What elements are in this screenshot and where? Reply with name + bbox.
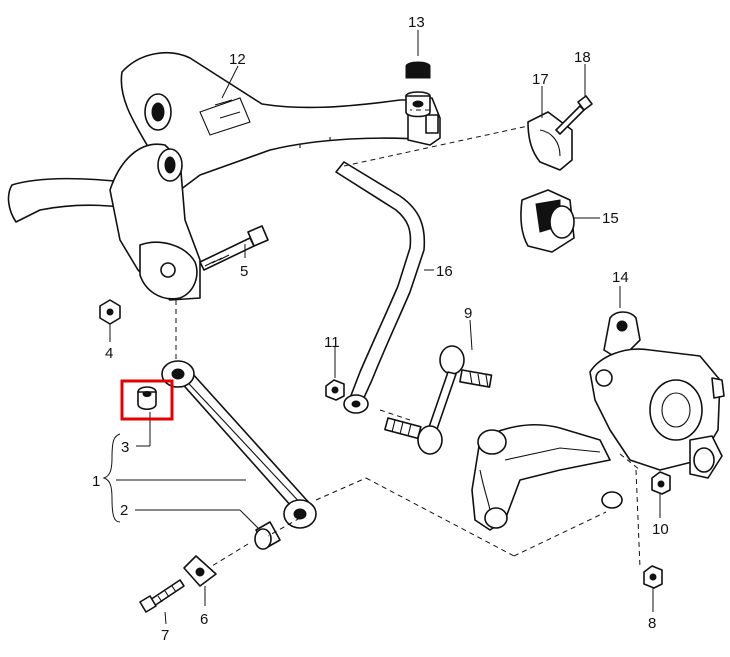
lower-control-arm	[471, 423, 623, 531]
highlight-box-part-3	[120, 379, 174, 421]
callout-4: 4	[105, 345, 113, 362]
callout-10: 10	[652, 521, 669, 538]
callout-numbers: 1 2 3 4 5 6 7 8 9 10 11 12 13 14 15 16 1…	[92, 14, 669, 644]
subframe-part-12	[7, 51, 441, 301]
callout-8: 8	[648, 615, 656, 632]
callout-15: 15	[602, 210, 619, 227]
callout-13: 13	[408, 14, 425, 31]
bolt-part-18	[555, 95, 593, 135]
callout-17: 17	[532, 71, 549, 88]
callout-16: 16	[436, 263, 453, 280]
callout-1: 1	[92, 473, 100, 490]
nut-part-10	[651, 471, 671, 495]
bushing-part-13	[405, 61, 431, 118]
nut-part-4	[99, 299, 121, 325]
bolt-part-7	[139, 579, 185, 613]
callout-6: 6	[200, 611, 208, 628]
callout-7: 7	[161, 627, 169, 644]
callout-11: 11	[324, 334, 340, 351]
bushing-part-3	[137, 386, 157, 411]
callout-2: 2	[120, 502, 128, 519]
bushing-part-2	[254, 521, 281, 550]
callout-3: 3	[121, 439, 129, 456]
stabilizer-bar-part-16	[335, 161, 426, 414]
nut-part-8	[643, 565, 663, 589]
eccentric-washer-part-6	[183, 555, 217, 587]
assembly-dashed-lines	[175, 109, 641, 569]
nut-part-11	[325, 379, 345, 401]
bolt-part-5	[199, 225, 269, 271]
callout-5: 5	[240, 263, 248, 280]
coupling-rod-part-9	[384, 345, 493, 455]
wheel-bearing-housing-part-14	[589, 311, 725, 479]
callout-12: 12	[229, 51, 246, 68]
callout-9: 9	[464, 305, 472, 322]
transverse-link-part-1	[161, 360, 317, 529]
rubber-mount-part-15	[520, 189, 575, 253]
callout-18: 18	[574, 49, 591, 66]
callout-14: 14	[612, 269, 629, 286]
